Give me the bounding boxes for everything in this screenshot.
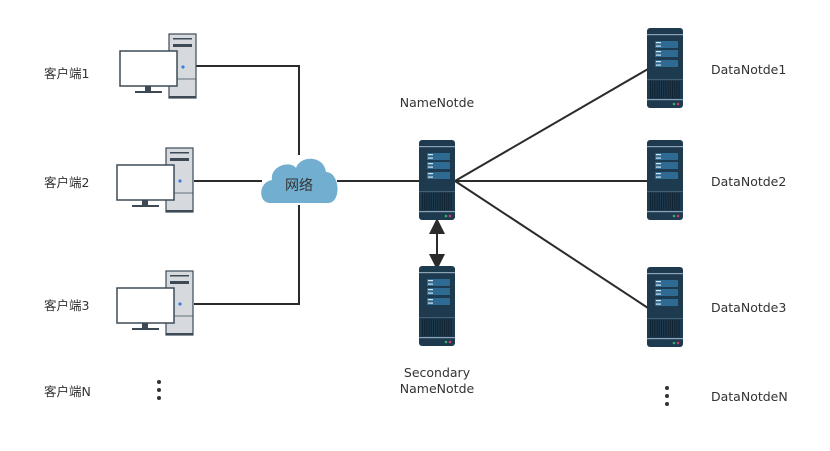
datanode-2-server	[647, 140, 683, 220]
edge-namenode-datanode3	[454, 180, 649, 309]
secondary-namenode-label-line1: Secondary	[403, 365, 471, 380]
datanode-2-label: DataNotde2	[711, 174, 787, 189]
datanode-n-label: DataNotdeN	[711, 389, 788, 404]
client-1-computer	[119, 33, 197, 99]
network-cloud: 网络	[261, 158, 338, 203]
edge-client1-network	[196, 65, 300, 155]
server-icon	[419, 140, 455, 220]
client-n-label: 客户端N	[44, 384, 91, 399]
network-label: 网络	[285, 178, 313, 194]
namenode-label: NameNotde	[399, 95, 475, 110]
datanode-3-label: DataNotde3	[711, 300, 787, 315]
cloud-icon	[261, 158, 338, 203]
client-1-label: 客户端1	[44, 66, 90, 81]
client-3-computer	[116, 270, 194, 336]
edge-namenode-datanode1	[454, 68, 649, 182]
datanode-3-server	[647, 267, 683, 347]
datanode-1-label: DataNotde1	[711, 62, 787, 77]
client-2-label: 客户端2	[44, 175, 90, 190]
desktop-computer-icon	[116, 270, 194, 336]
vertical-ellipsis-icon	[157, 380, 161, 400]
connections	[194, 65, 649, 309]
datanode-1-server	[647, 28, 683, 108]
client-2-computer	[116, 147, 194, 213]
server-icon	[647, 140, 683, 220]
desktop-computer-icon	[116, 147, 194, 213]
desktop-computer-icon	[119, 33, 197, 99]
server-icon	[647, 28, 683, 108]
datanodes-ellipsis	[665, 386, 669, 406]
vertical-ellipsis-icon	[665, 386, 669, 406]
secondary-namenode-server	[419, 266, 455, 346]
clients-ellipsis	[157, 380, 161, 400]
namenode-server	[419, 140, 455, 220]
server-icon	[419, 266, 455, 346]
client-3-label: 客户端3	[44, 298, 90, 313]
secondary-namenode-label-line2: NameNotde	[399, 381, 475, 396]
server-icon	[647, 267, 683, 347]
edge-client3-network	[194, 205, 300, 305]
